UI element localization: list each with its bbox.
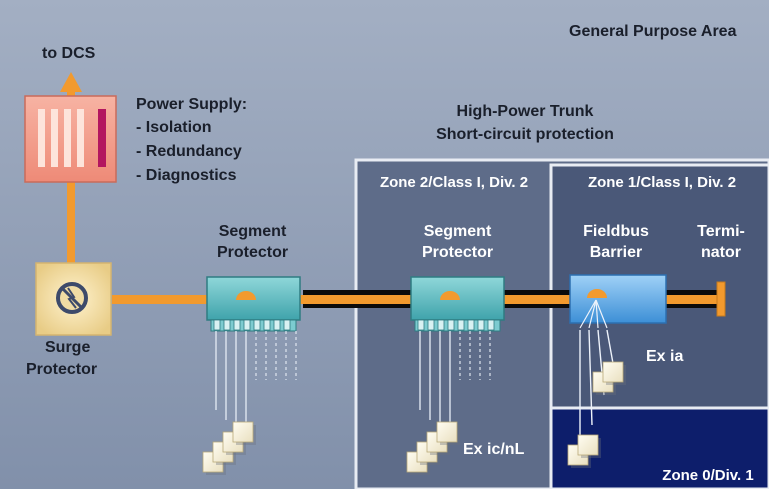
connector-pin-z2 [437,319,445,331]
connector-pin-gp [233,319,241,331]
segment-protector-gp-icon [206,276,301,332]
fieldbus-barrier-icon [569,274,667,324]
dcs-arrow-icon [60,72,82,92]
connector-pin-z2 [467,319,475,331]
terminator-icon [716,281,726,317]
trunk-black-line [303,290,723,297]
connector-pin-gp [243,319,251,331]
device-tile-zone2 [436,421,458,443]
barrier-label-line1: Fieldbus [583,223,649,240]
spur-line-barrier-fan [595,299,599,329]
connector-pin-gp [213,319,221,331]
device-tile-zone1 [602,361,624,383]
connector-pin-z2 [417,319,425,331]
segment-protector-gp-label-line2: Protector [216,244,289,261]
connector-pin-z2 [477,319,485,331]
terminator-label-line1: Termi- [697,223,745,240]
spur-lines [213,299,617,445]
connector-pin-z2 [447,319,455,331]
connector-pin-gp [263,319,271,331]
power-supply-feature-diagnostics: - Diagnostics [136,167,237,184]
surge-protector-icon [35,262,112,336]
spur-line-barrier [588,329,593,426]
spur-line-barrier-fan [595,299,608,329]
terminator-label-line2: nator [701,244,741,261]
connector-pin-z2 [427,319,435,331]
connector-pin-gp [253,319,261,331]
general-area-label: General Purpose Area [569,23,737,40]
segment-protector-zone2-icon [410,276,505,332]
device-tile-zone0 [577,434,599,456]
barrier-label-line2: Barrier [589,244,643,261]
connector-pin-gp [283,319,291,331]
zone0-title: Zone 0/Div. 1 [662,467,754,484]
device-tile-gp [232,421,254,443]
power-supply-feature-redundancy: - Redundancy [136,143,242,160]
zone1-title: Zone 1/Class I, Div. 2 [587,174,737,191]
power-supply-feature-isolation: - Isolation [136,119,212,136]
power-supply-icon [24,95,117,183]
surge-protector-label-line2: Protector [26,361,98,378]
connector-pin-gp [273,319,281,331]
segment-protector-gp-label-line1: Segment [218,223,287,240]
trunk-title: High-Power Trunk [456,103,594,120]
trunk-subtitle: Short-circuit protection [436,126,614,143]
to-dcs-label: to DCS [42,45,96,62]
zone2-title: Zone 2/Class I, Div. 2 [379,174,529,191]
trunk-black-line-lower [303,304,723,308]
connector-pin-gp [223,319,231,331]
power-supply-title: Power Supply: [136,96,248,113]
zone2-device-label-line2: Protector [421,244,494,261]
zone1-protection-label: Ex ia [646,348,684,365]
spur-line-barrier-fan [579,299,597,329]
surge-protector-label-line1: Surge [45,339,91,356]
zone2-protection-label: Ex ic/nL [463,441,525,458]
connector-pin-z2 [457,319,465,331]
connector-pin-z2 [487,319,495,331]
zone2-device-label-line1: Segment [423,223,492,240]
field-devices [202,361,626,475]
spur-line-barrier-fan [588,299,597,329]
